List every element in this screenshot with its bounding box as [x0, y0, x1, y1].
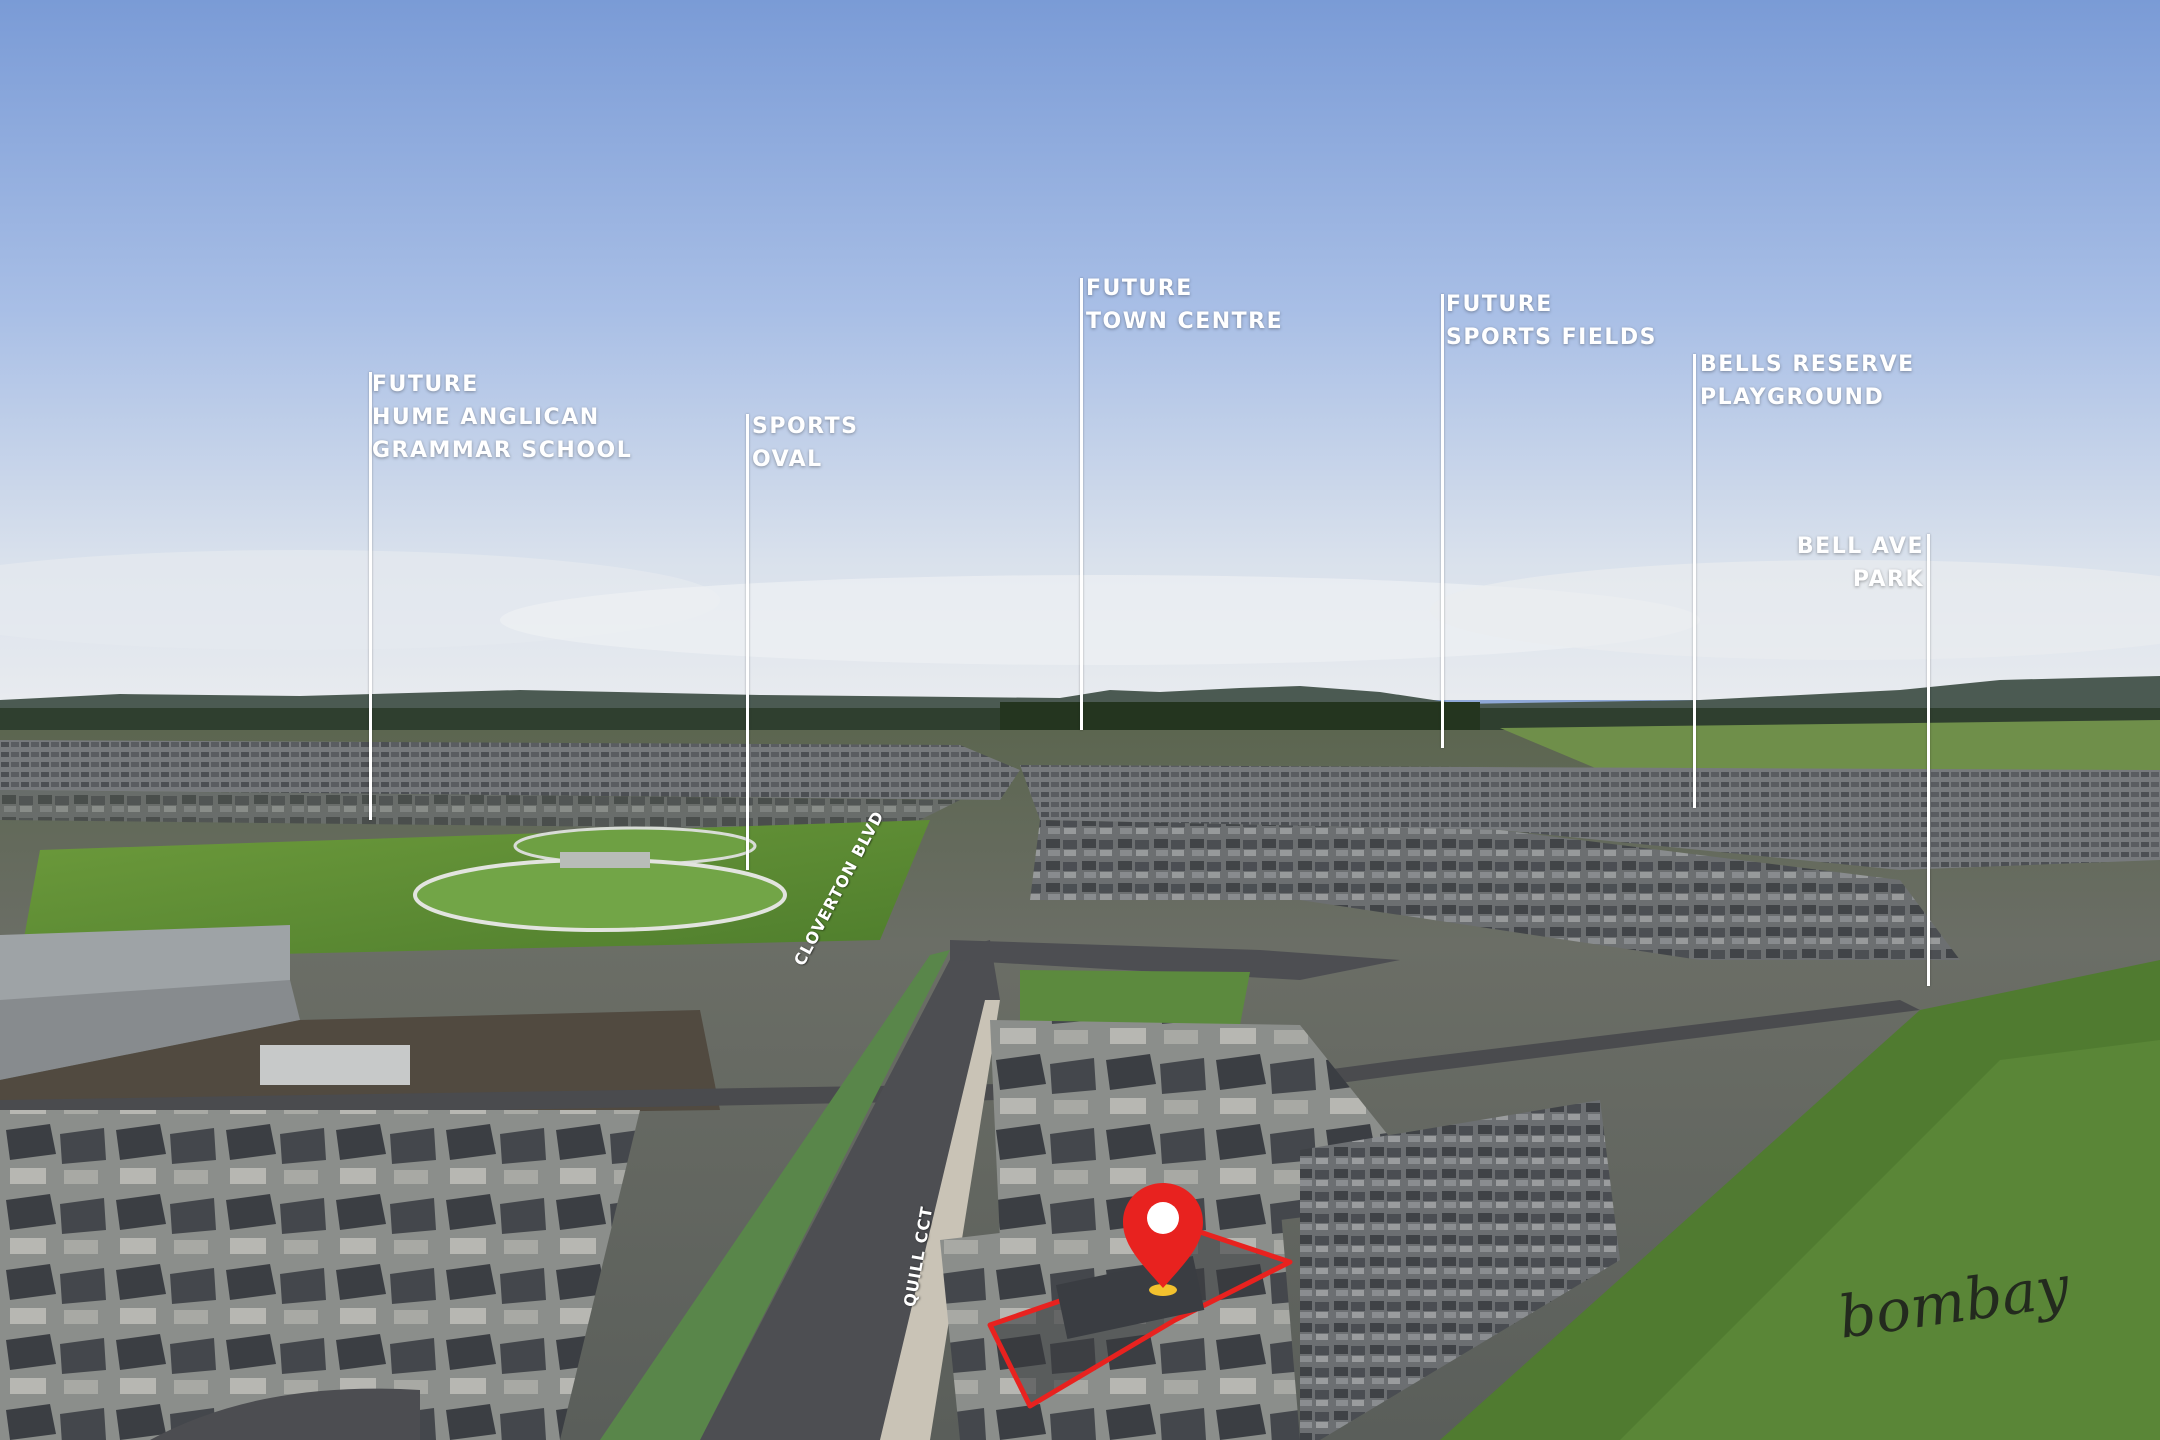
- label-line: SPORTS FIELDS: [1446, 325, 1658, 350]
- label-line: BELLS RESERVE: [1700, 352, 1915, 377]
- label-line: BELL AVE: [1796, 534, 1924, 559]
- label-line: FUTURE: [1446, 292, 1553, 317]
- label-sports-fields: FUTURE SPORTS FIELDS: [1446, 288, 1657, 354]
- bellave-pointer-line: [1927, 534, 1930, 986]
- label-sports-oval: SPORTS OVAL: [752, 410, 858, 476]
- map-pin-icon: [1123, 1183, 1203, 1296]
- bells-pointer-line: [1693, 354, 1696, 808]
- label-line: FUTURE: [1086, 276, 1193, 301]
- oval-pointer-line: [746, 414, 749, 870]
- fields-pointer-line: [1441, 294, 1444, 748]
- label-line: SPORTS: [752, 414, 859, 439]
- label-hume-anglican: FUTURE HUME ANGLICAN GRAMMAR SCHOOL: [372, 368, 632, 467]
- label-line: HUME ANGLICAN: [372, 405, 600, 430]
- label-line: FUTURE: [372, 372, 479, 397]
- town-pointer-line: [1080, 278, 1083, 730]
- label-bell-ave-park: BELL AVE PARK: [1780, 530, 1924, 596]
- label-line: PLAYGROUND: [1700, 385, 1885, 410]
- hume-pointer-line: [369, 372, 372, 820]
- label-bells-reserve: BELLS RESERVE PLAYGROUND: [1700, 348, 1915, 414]
- label-line: GRAMMAR SCHOOL: [372, 438, 633, 463]
- label-line: OVAL: [752, 447, 823, 472]
- label-line: TOWN CENTRE: [1086, 309, 1284, 334]
- label-line: PARK: [1852, 567, 1924, 592]
- label-town-centre: FUTURE TOWN CENTRE: [1086, 272, 1283, 338]
